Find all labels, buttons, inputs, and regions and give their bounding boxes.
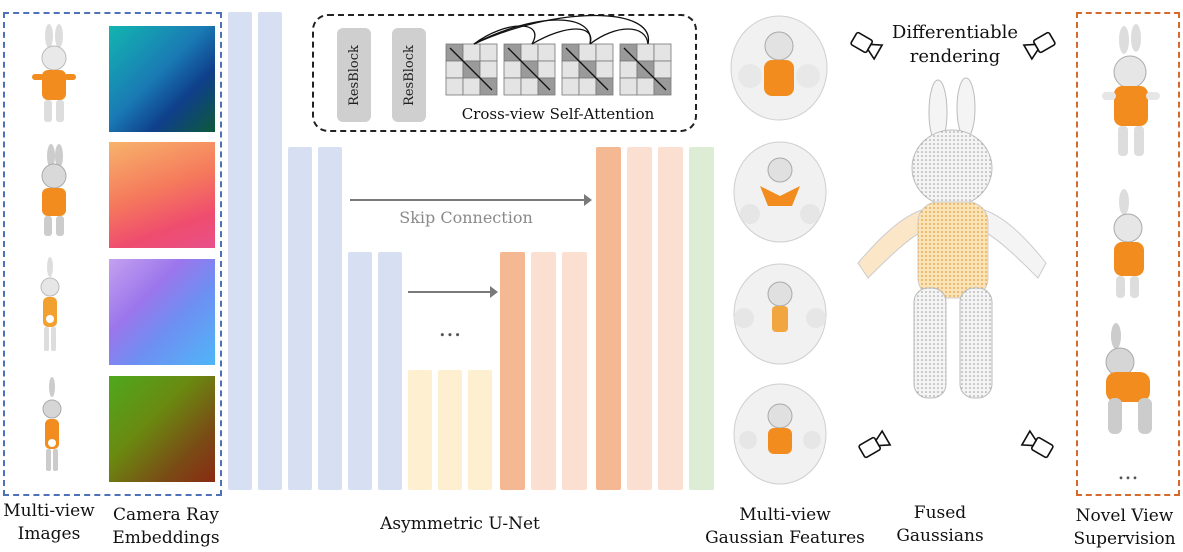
attention-token bbox=[462, 77, 481, 96]
attention-token bbox=[595, 43, 614, 62]
gaussian-features-label-1: Multi-view bbox=[739, 505, 831, 525]
attention-token bbox=[653, 43, 672, 62]
unet-decoder-bar bbox=[531, 252, 556, 490]
multiview-images-label-1: Multi-view bbox=[3, 501, 95, 521]
attention-token bbox=[578, 43, 597, 62]
ray-embedding-2 bbox=[109, 142, 215, 248]
attention-token bbox=[479, 60, 498, 79]
unet-bottleneck-bar bbox=[468, 370, 492, 490]
gaussian-feature-1 bbox=[730, 15, 828, 121]
attention-token bbox=[561, 77, 580, 96]
unet-label: Asymmetric U-Net bbox=[380, 514, 540, 534]
unet-encoder-bar bbox=[258, 12, 282, 490]
fused-label-1: Fused bbox=[913, 503, 967, 523]
unet-encoder-bar bbox=[318, 147, 342, 490]
unet-decoder-bar bbox=[627, 147, 652, 490]
attention-token bbox=[462, 43, 481, 62]
attention-label: Cross-view Self-Attention bbox=[461, 105, 655, 123]
attention-token bbox=[445, 60, 464, 79]
unet-bottleneck-bar bbox=[438, 370, 462, 490]
gaussian-feature-3 bbox=[733, 263, 827, 365]
ray-embedding-1 bbox=[109, 26, 215, 132]
input-image-2 bbox=[41, 144, 67, 236]
camera-icon bbox=[858, 429, 892, 459]
attention-inset bbox=[312, 14, 697, 132]
attention-arrow bbox=[623, 47, 667, 91]
fused-gaussians-bunny bbox=[857, 77, 1047, 399]
attention-token bbox=[578, 77, 597, 96]
unet-encoder-bar bbox=[348, 252, 372, 490]
gaussian-feature-4 bbox=[733, 383, 827, 485]
attention-token bbox=[503, 60, 522, 79]
attention-token bbox=[595, 60, 614, 79]
attention-token bbox=[479, 43, 498, 62]
skip-connection-arrow bbox=[350, 194, 592, 206]
input-image-1 bbox=[32, 24, 76, 122]
novel-view-label-1: Novel View bbox=[1075, 506, 1174, 526]
attention-grid bbox=[445, 14, 672, 96]
unet-bottleneck-bar bbox=[408, 370, 432, 490]
attention-token bbox=[653, 60, 672, 79]
novel-view-box bbox=[1076, 12, 1180, 496]
attention-arrow bbox=[449, 47, 493, 91]
unet-decoder-bar bbox=[596, 147, 621, 490]
ray-embedding-4 bbox=[109, 376, 215, 482]
camera-icon bbox=[1022, 31, 1056, 61]
unet-decoder-bar bbox=[562, 252, 587, 490]
novel-view-image-2 bbox=[1113, 189, 1144, 298]
multiview-images-label-2: Images bbox=[17, 524, 81, 544]
attention-token bbox=[520, 77, 539, 96]
input-box bbox=[3, 12, 222, 496]
resblock-1: ResBlock bbox=[337, 28, 371, 122]
attention-token bbox=[561, 60, 580, 79]
unet-decoder-bar bbox=[658, 147, 683, 490]
attention-token bbox=[445, 77, 464, 96]
input-image-3 bbox=[40, 257, 60, 351]
attention-token bbox=[636, 43, 655, 62]
novel-view-label-2: Supervision bbox=[1073, 529, 1176, 549]
attention-arrow bbox=[565, 47, 609, 91]
skip-connection-label: Skip Connection bbox=[399, 208, 533, 227]
attention-token bbox=[537, 60, 556, 79]
bottleneck-arrow bbox=[408, 286, 498, 298]
unet-encoder-bar bbox=[378, 252, 402, 490]
input-image-4 bbox=[42, 377, 62, 471]
novel-view-image-1 bbox=[1102, 24, 1160, 156]
novel-view-ellipsis: ... bbox=[1117, 460, 1139, 485]
attention-token bbox=[619, 77, 638, 96]
attention-token bbox=[537, 43, 556, 62]
unet-ellipsis: ... bbox=[438, 314, 462, 342]
unet-encoder-bar bbox=[288, 147, 312, 490]
unet-decoder-bar bbox=[500, 252, 525, 490]
gaussian-features-label-2: Gaussian Features bbox=[705, 528, 865, 548]
resblock-2: ResBlock bbox=[392, 28, 426, 122]
gaussian-feature-2 bbox=[733, 141, 827, 243]
unet-encoder-bar bbox=[228, 12, 252, 490]
camera-icon bbox=[1020, 429, 1054, 459]
unet-output-bar bbox=[689, 147, 714, 490]
camera-icon bbox=[850, 31, 884, 61]
attention-token bbox=[619, 60, 638, 79]
fused-label-2: Gaussians bbox=[896, 526, 984, 546]
attention-token bbox=[503, 77, 522, 96]
camera-ray-label-1: Camera Ray bbox=[113, 505, 219, 525]
novel-view-image-3 bbox=[1105, 323, 1152, 434]
diff-render-label-1: Differentiable bbox=[891, 22, 1019, 43]
attention-arrow bbox=[507, 47, 551, 91]
ray-embedding-3 bbox=[109, 259, 215, 365]
camera-ray-label-2: Embeddings bbox=[112, 528, 220, 548]
attention-token bbox=[520, 43, 539, 62]
diff-render-label-2: rendering bbox=[909, 46, 1001, 67]
attention-token bbox=[636, 77, 655, 96]
